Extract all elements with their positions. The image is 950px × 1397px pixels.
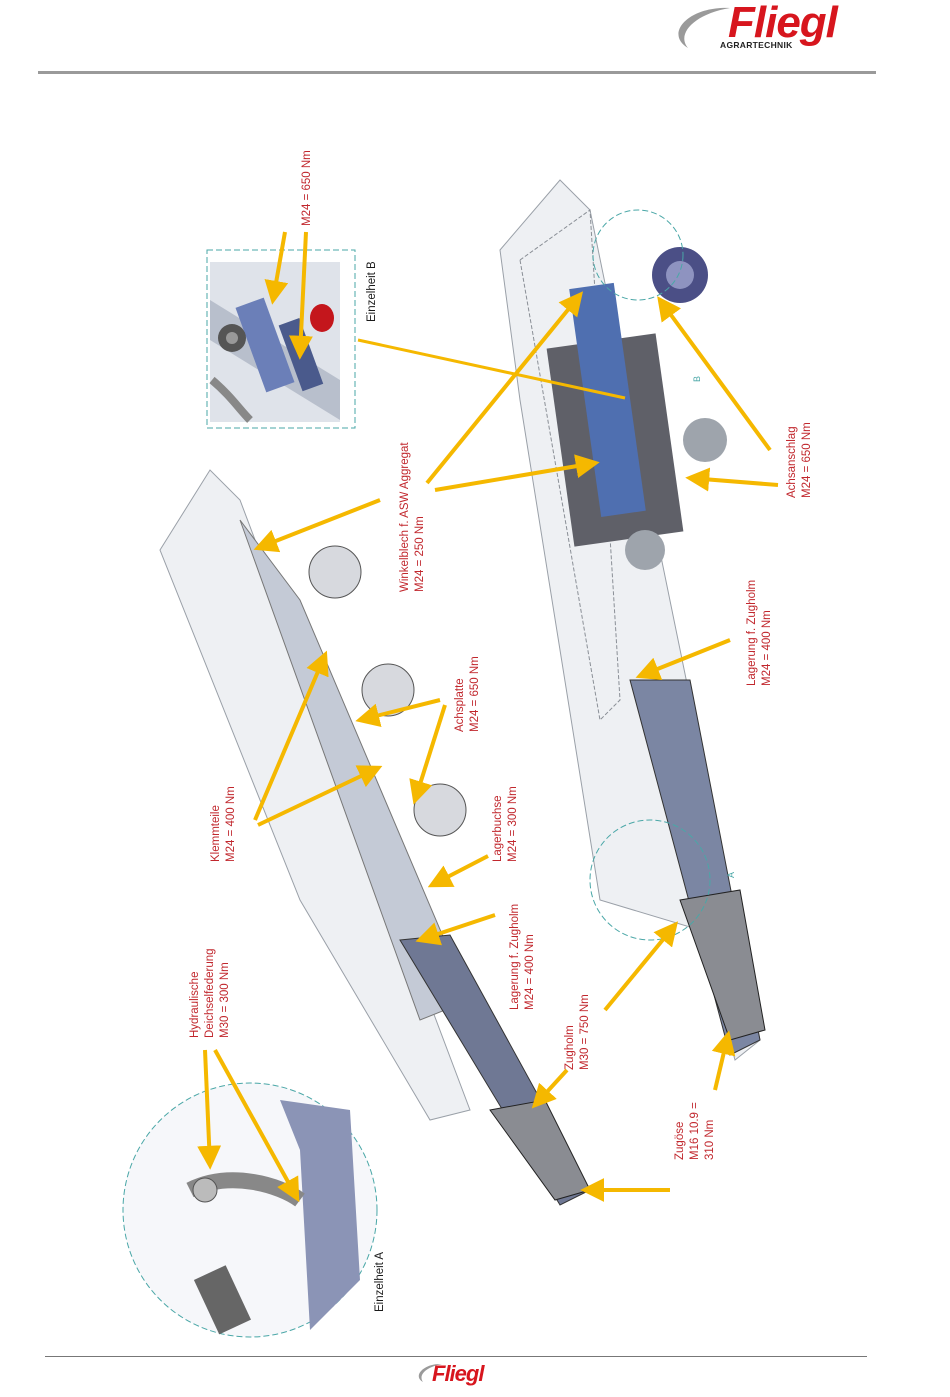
label-zugoese: Zugöse: [674, 1121, 686, 1160]
brand-tagline: AGRARTECHNIK: [720, 40, 793, 50]
label-lagerung-zugholm-left: Lagerung f. Zugholm: [509, 903, 521, 1010]
label-achsplatte-torque: M24 = 650 Nm: [469, 656, 481, 732]
trailer-view-left: [159, 469, 591, 1206]
label-lagerbuchse-torque: M24 = 300 Nm: [507, 786, 519, 862]
brand-logo: Fliegl: [728, 0, 838, 47]
trailer-view-right: [499, 179, 766, 1061]
label-zugholm: Zugholm: [564, 1025, 576, 1070]
label-klemmteile: Klemmteile: [210, 805, 222, 862]
footer-brand-logo: Fliegl: [432, 1361, 484, 1386]
detail-b-view: [206, 249, 356, 429]
label-lagerbuchse: Lagerbuchse: [492, 795, 504, 863]
label-lagerung-zugholm-right: Lagerung f. Zugholm: [746, 579, 758, 686]
label-einzelheit-b: Einzelheit B: [366, 261, 378, 322]
logo-swoosh: [678, 7, 730, 48]
label-klemmteile-torque: M24 = 400 Nm: [225, 786, 237, 862]
label-lagerung-zugholm-right-torque: M24 = 400 Nm: [761, 610, 773, 686]
label-winkelblech: Winkelblech f. ASW Aggregat: [399, 442, 411, 592]
label-zugoese-spec: M16 10.9 =: [689, 1102, 701, 1160]
detail-a-view: [122, 1082, 378, 1338]
label-lagerung-zugholm-left-torque: M24 = 400 Nm: [524, 934, 536, 1010]
label-hydraulische-torque: M30 = 300 Nm: [219, 962, 231, 1038]
label-achsanschlag: Achsanschlag: [786, 426, 798, 498]
label-deichselfederung: Deichselfederung: [204, 948, 216, 1038]
label-winkelblech-torque: M24 = 250 Nm: [414, 516, 426, 592]
footer-logo-swoosh: [418, 1363, 442, 1382]
label-hydraulische: Hydraulische: [189, 971, 201, 1038]
label-achsplatte: Achsplatte: [454, 678, 466, 732]
label-m24-650-top: M24 = 650 Nm: [301, 150, 313, 226]
label-zugoese-torque: 310 Nm: [704, 1119, 716, 1160]
label-einzelheit-a: Einzelheit A: [374, 1251, 386, 1312]
label-zugholm-torque: M30 = 750 Nm: [579, 994, 591, 1070]
label-achsanschlag-torque: M24 = 650 Nm: [801, 422, 813, 498]
detail-a-marker: A: [726, 871, 736, 878]
detail-b-marker: B: [692, 375, 702, 382]
header-divider: [38, 71, 876, 74]
footer-divider: [45, 1356, 867, 1357]
